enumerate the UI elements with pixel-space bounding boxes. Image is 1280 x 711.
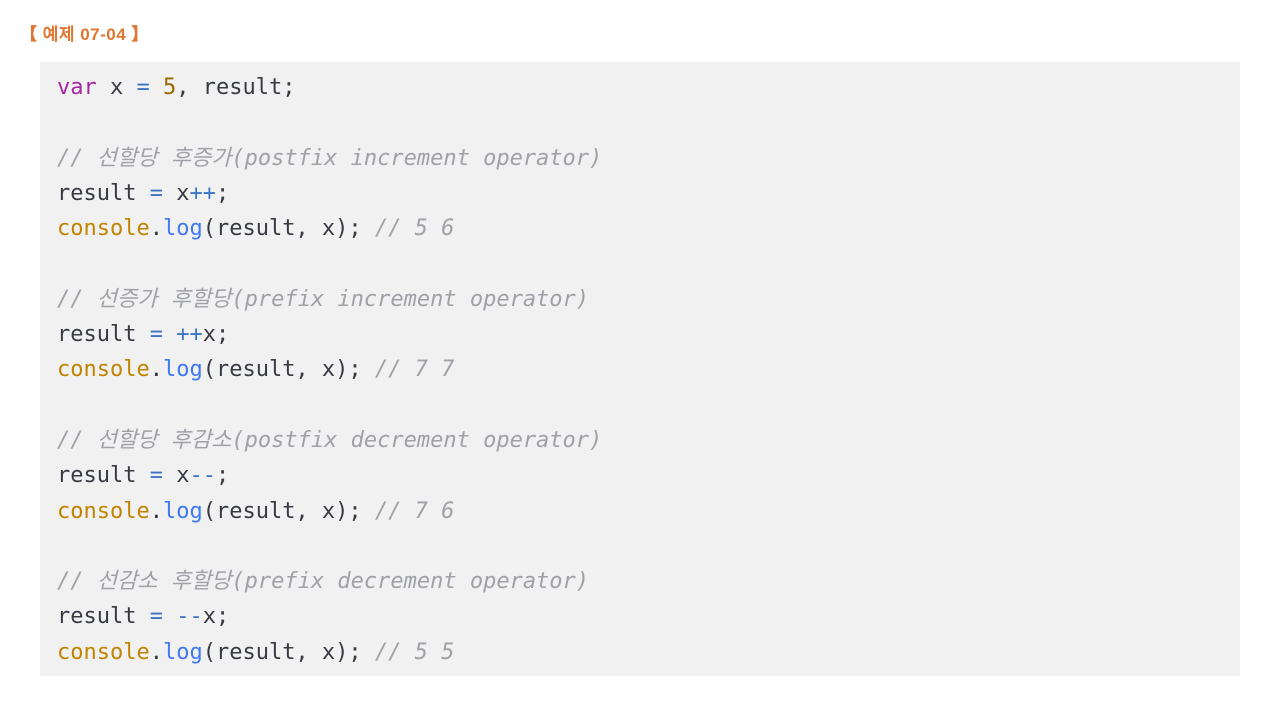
code-token-plain: (result, x); <box>202 498 375 524</box>
code-line: console.log(result, x); // 7 6 <box>57 499 454 524</box>
code-token-operator: ++ <box>176 322 203 348</box>
code-line: // 선감소 후할당(prefix decrement operator) <box>57 569 589 594</box>
code-token-plain: result <box>57 604 150 630</box>
code-token-function: log <box>162 216 203 242</box>
code-token-operator: = <box>149 463 163 489</box>
code-token-plain: x <box>96 75 137 100</box>
code-line: console.log(result, x); // 5 6 <box>57 216 454 241</box>
code-line: // 선할당 후증가(postfix increment operator) <box>57 146 602 171</box>
code-token-builtin: console <box>57 639 150 665</box>
code-token-operator: = <box>149 322 163 348</box>
code-token-builtin: console <box>57 498 150 524</box>
code-token-plain: x <box>162 180 190 206</box>
code-token-plain <box>163 604 176 629</box>
code-token-number: 5 <box>163 75 177 100</box>
code-line: // 선증가 후할당(prefix increment operator) <box>57 287 589 312</box>
code-token-plain: . <box>149 357 163 383</box>
code-token-plain: x; <box>202 322 230 348</box>
code-token-comment: // 선증가 후할당(prefix increment operator) <box>57 286 590 312</box>
code-token-function: log <box>162 498 203 524</box>
code-token-keyword: var <box>57 75 97 100</box>
code-line: // 선할당 후감소(postfix decrement operator) <box>57 428 602 453</box>
code-token-plain: (result, x); <box>202 216 375 242</box>
code-token-plain: ; <box>215 180 230 206</box>
code-token-function: log <box>162 639 203 665</box>
code-token-plain: . <box>149 639 163 665</box>
code-token-builtin: console <box>57 216 150 242</box>
code-token-plain: . <box>149 216 163 242</box>
code-token-plain <box>163 322 176 347</box>
code-block: var x = 5, result; // 선할당 후증가(postfix in… <box>40 62 1240 677</box>
code-token-plain: (result, x); <box>202 357 375 383</box>
code-token-plain: , result; <box>176 75 296 100</box>
code-token-operator: ++ <box>189 180 216 206</box>
example-title: 【 예제 07-04 】 <box>20 25 149 44</box>
code-line: result = ++x; <box>57 322 229 347</box>
code-token-comment: // 5 6 <box>374 216 455 242</box>
code-token-plain: (result, x); <box>202 639 375 665</box>
code-token-comment: // 5 5 <box>374 639 455 665</box>
code-line: result = x++; <box>57 181 229 206</box>
code-token-function: log <box>162 357 203 383</box>
code-token-operator: = <box>136 75 150 100</box>
code-token-plain: result <box>57 322 150 348</box>
code-line: result = x--; <box>57 463 229 488</box>
code-token-plain: x <box>162 463 190 489</box>
code-token-operator: -- <box>176 604 203 630</box>
code-token-plain: result <box>57 463 150 489</box>
code-token-comment: // 7 7 <box>374 357 455 383</box>
code-token-comment: // 선할당 후감소(postfix decrement operator) <box>57 427 603 453</box>
code-line: console.log(result, x); // 5 5 <box>57 640 454 665</box>
code-token-plain: result <box>57 180 150 206</box>
code-token-plain: ; <box>215 463 230 489</box>
code-token-operator: -- <box>189 463 216 489</box>
code-token-builtin: console <box>57 357 150 383</box>
code-line: result = --x; <box>57 604 229 629</box>
code-token-operator: = <box>149 180 163 206</box>
code-line: console.log(result, x); // 7 7 <box>57 357 454 382</box>
code-token-comment: // 선감소 후할당(prefix decrement operator) <box>57 569 590 595</box>
code-token-plain: . <box>149 498 163 524</box>
code-token-plain <box>150 75 163 100</box>
code-line: var x = 5, result; <box>57 75 295 100</box>
code-token-comment: // 선할당 후증가(postfix increment operator) <box>57 145 603 171</box>
code-token-plain: x; <box>202 604 230 630</box>
code-token-operator: = <box>149 604 163 630</box>
code-token-comment: // 7 6 <box>374 498 455 524</box>
